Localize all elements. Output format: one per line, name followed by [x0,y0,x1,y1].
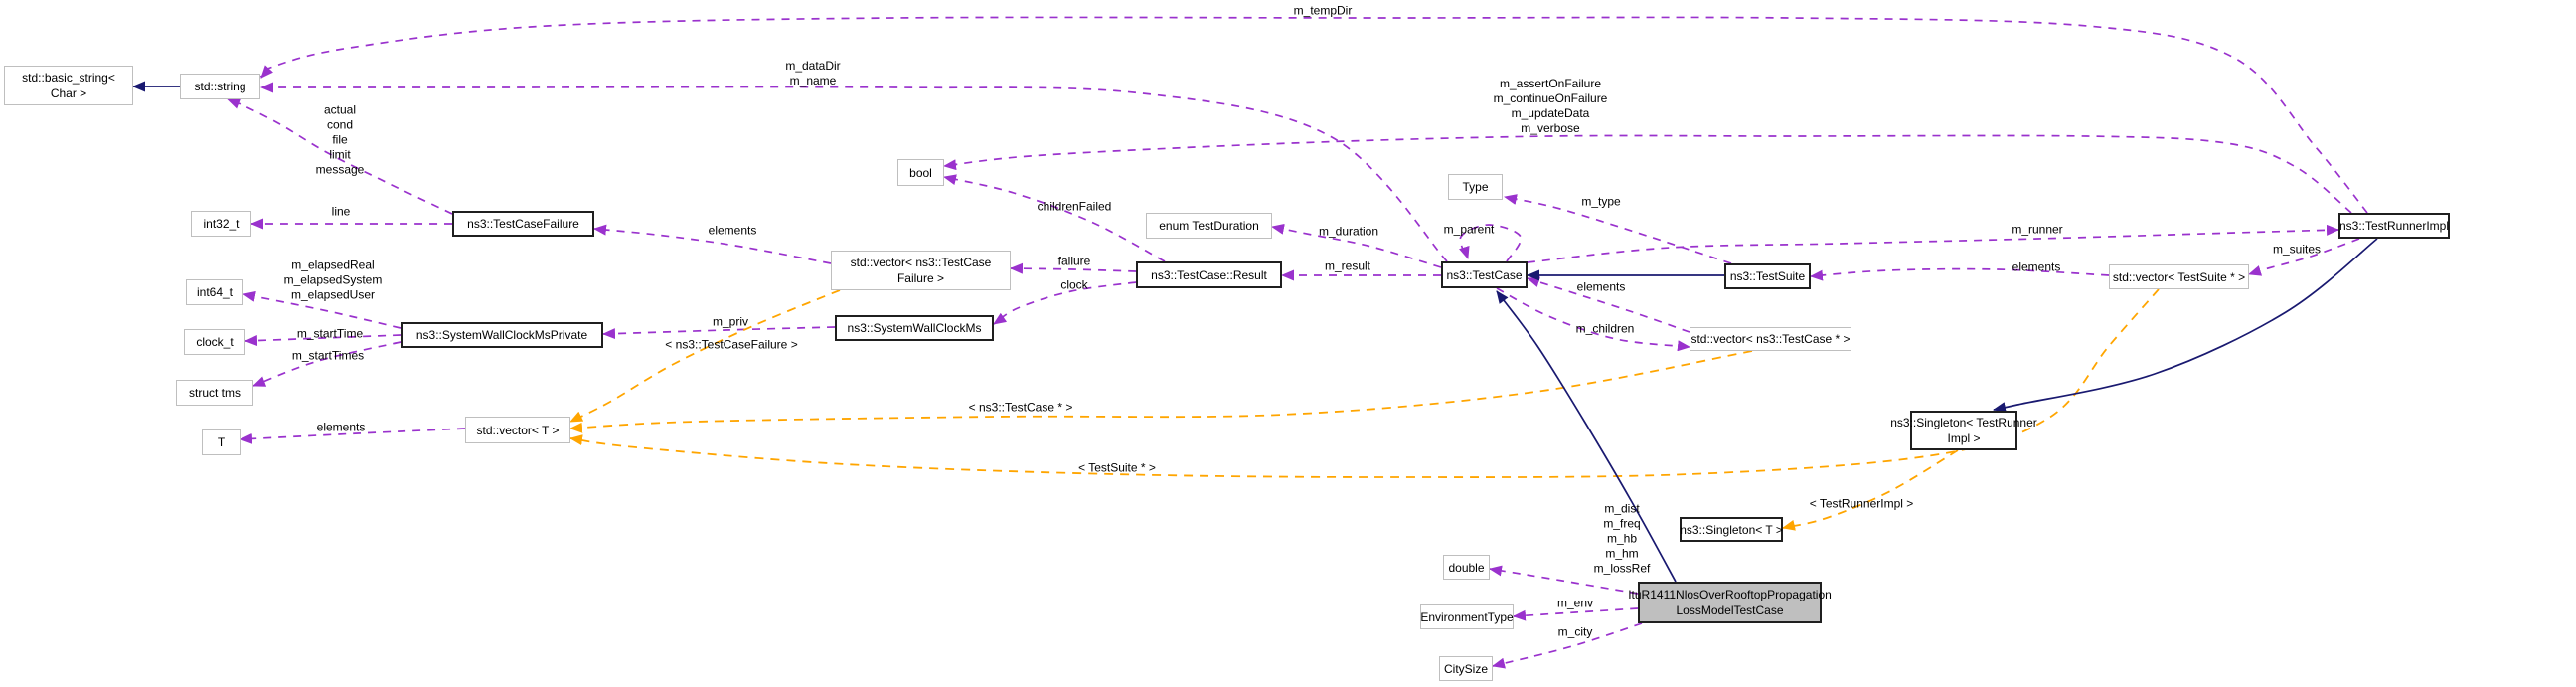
node-singleton-t[interactable]: ns3::Singleton< T > [1680,517,1783,542]
edge-elements-tcf [593,224,832,264]
node-systemwallclockmsprivate[interactable]: ns3::SystemWallClockMsPrivate [401,322,603,348]
edge-failure-fields [227,98,453,215]
edge-m-datadir-m-name [260,82,1448,262]
edge-tmpl-testrunnerimpl [1782,449,1959,531]
edge-m-starttimes [252,341,402,387]
node-enum-testduration[interactable]: enum TestDuration [1146,213,1272,239]
edge-tmpl-testcaseptr [569,350,1753,433]
edge-m-parent [1459,224,1523,262]
edge-label-m-values: m_dist m_freq m_hb m_hm m_lossRef [1593,501,1651,576]
edge-inh-testrunnerimpl [1993,238,2378,414]
edge-label-failure: failure [1057,254,1091,268]
node-t[interactable]: T [202,429,241,455]
edge-label-elements-tsp: elements [2012,259,2061,274]
edge-label-tmpl-testcasefailure: < ns3::TestCaseFailure > [665,337,798,352]
edge-label-clock: clock [1060,277,1088,292]
edge-label-m-runner: m_runner [2012,222,2063,237]
edge-m-priv [602,326,836,340]
edge-label-m-flags: m_assertOnFailure m_continueOnFailure m_… [1493,77,1608,135]
node-struct-tms[interactable]: struct tms [176,380,253,406]
edge-elements-t [240,428,466,444]
edge-label-m-type: m_type [1581,194,1621,209]
node-singleton-testrunnerimpl[interactable]: ns3::Singleton< TestRunner Impl > [1890,411,2037,450]
edge-label-m-datadir-m-name: m_dataDir m_name [785,59,841,87]
edge-label-m-children: m_children [1575,321,1635,336]
node-int32-t[interactable]: int32_t [191,211,251,237]
edge-label-m-city: m_city [1557,624,1593,639]
edge-m-tempdir [259,16,2368,214]
edge-label-m-priv: m_priv [712,314,749,329]
edge-label-failure-fields: actual cond file limit message [315,102,365,177]
node-vector-testcaseptr[interactable]: std::vector< ns3::TestCase * > [1690,327,1852,351]
edge-label-m-tempdir: m_tempDir [1293,3,1353,18]
node-testsuite[interactable]: ns3::TestSuite [1724,263,1811,289]
edge-m-env [1513,607,1639,621]
edge-elements-tcp [1527,276,1690,333]
edge-childrenfailed [943,174,1166,262]
edge-tmpl-testcasefailure [569,289,841,423]
node-environmenttype[interactable]: EnvironmentType [1420,604,1514,629]
node-clock-t[interactable]: clock_t [184,329,245,355]
edge-m-flags [943,134,2352,214]
edge-elements-tsp [1810,267,2110,281]
edge-label-childrenfailed: childrenFailed [1037,199,1112,214]
edge-inh-itur1411 [1496,290,1677,583]
node-bool[interactable]: bool [897,159,944,186]
edge-m-type [1504,194,1732,264]
edge-label-m-starttime: m_startTime [296,326,364,341]
node-type[interactable]: Type [1448,174,1503,200]
edge-label-m-duration: m_duration [1318,224,1379,239]
edge-clock [993,281,1137,325]
edge-m-starttime [244,334,402,347]
edge-label-tmpl-testcaseptr: < ns3::TestCase * > [968,400,1073,415]
edge-label-elements-tcf: elements [708,223,757,238]
edge-m-values [1489,565,1639,595]
node-vector-t[interactable]: std::vector< T > [465,417,570,443]
edge-tmpl-testsuiteptr [569,288,2160,478]
node-itur1411-testcase[interactable]: ItuR1411NlosOverRooftopPropagation LossM… [1628,582,1832,623]
node-int64-t[interactable]: int64_t [186,279,243,305]
edge-label-m-parent: m_parent [1443,222,1495,237]
edge-label-elements-t: elements [316,420,366,434]
edge-label-m-suites: m_suites [2272,242,2322,257]
node-double[interactable]: double [1443,555,1490,580]
edge-label-m-result: m_result [1324,258,1371,273]
edge-label-m-env: m_env [1556,596,1594,610]
edge-label-tmpl-testsuiteptr: < TestSuite * > [1078,460,1156,475]
edge-m-city [1492,622,1643,669]
edge-label-m-starttimes: m_startTimes [291,348,365,363]
node-testrunnerimpl[interactable]: ns3::TestRunnerImpl [2338,213,2450,239]
node-testcase-result[interactable]: ns3::TestCase::Result [1136,261,1282,288]
edge-label-tmpl-testrunnerimpl: < TestRunnerImpl > [1809,496,1914,511]
node-vector-testcasefailure[interactable]: std::vector< ns3::TestCase Failure > [831,251,1011,290]
node-vector-testsuiteptr[interactable]: std::vector< TestSuite * > [2109,264,2249,289]
edge-label-line: line [331,204,351,219]
edge-label-m-elapsed: m_elapsedReal m_elapsedSystem m_elapsedU… [283,258,383,302]
node-systemwallclockms[interactable]: ns3::SystemWallClockMs [835,315,994,341]
node-testcasefailure[interactable]: ns3::TestCaseFailure [452,211,594,237]
node-std-string[interactable]: std::string [180,74,260,99]
edge-m-suites [2248,238,2360,276]
node-citysize[interactable]: CitySize [1439,656,1493,681]
edge-label-elements-tcp: elements [1576,279,1626,294]
edge-m-elapsed [242,290,402,329]
edge-m-children [1496,287,1690,352]
node-std-basic-string[interactable]: std::basic_string< Char > [4,66,133,105]
edge-failure [1010,262,1137,274]
edge-m-duration [1271,223,1442,268]
edge-m-runner [1527,224,2339,263]
node-testcase[interactable]: ns3::TestCase [1441,261,1528,288]
